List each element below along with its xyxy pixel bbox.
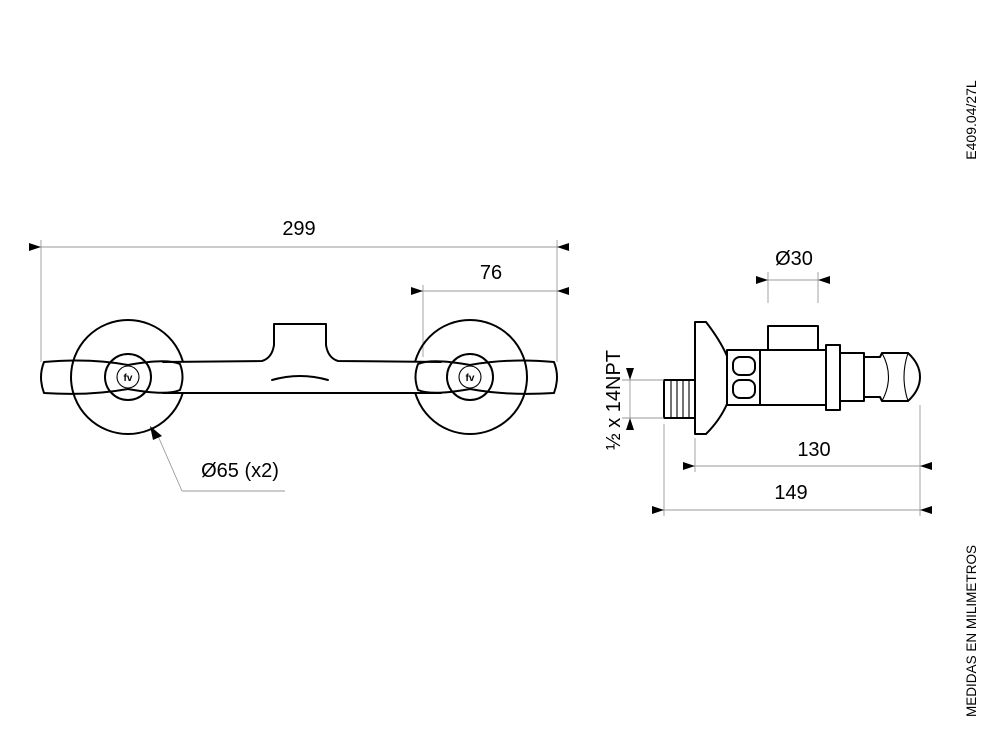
- dimension-arrow-right-icon: [920, 506, 932, 514]
- dimension-depth-total: 149: [652, 424, 932, 516]
- dimension-arrow-left-icon: [756, 276, 768, 284]
- front-view: 299 76 fv: [29, 218, 569, 492]
- wall-flange: [694, 321, 728, 435]
- handle-right: fv: [414, 353, 558, 401]
- mixer-body: [162, 323, 442, 394]
- brand-logo-icon: fv: [466, 373, 475, 384]
- outlet-slot: [271, 375, 329, 381]
- dimension-arrow-right-icon: [920, 462, 932, 470]
- dimension-arrow-up-icon: [626, 418, 634, 430]
- dimension-label-depth-total: 149: [774, 482, 807, 504]
- dimension-overall-width: 299: [29, 218, 569, 362]
- handle-left: fv: [40, 353, 184, 401]
- side-view: Ø30: [603, 248, 932, 516]
- dimension-arrow-left-icon: [652, 506, 664, 514]
- dimension-label-overall-width: 299: [282, 218, 315, 240]
- dimension-label-outlet-diameter: Ø30: [775, 248, 813, 270]
- dimension-arrow-left-icon: [29, 243, 41, 251]
- dimension-label-depth-short: 130: [797, 439, 830, 461]
- drawing-code: E409.04/27L: [963, 80, 979, 160]
- dimension-arrow-right-icon: [818, 276, 830, 284]
- outlet-nozzle: [767, 325, 819, 351]
- dimension-label-thread: ½ x 14NPT: [603, 350, 625, 450]
- handle-cap: [863, 352, 921, 402]
- dimension-arrow-left-icon: [683, 462, 695, 470]
- inlet-thread: [663, 379, 696, 419]
- dimension-thread: ½ x 14NPT: [603, 350, 664, 450]
- units-note: MEDIDAS EN MILIMETROS: [963, 545, 979, 717]
- brand-logo-icon: fv: [124, 373, 133, 384]
- dimension-label-handle-diameter: Ø65 (x2): [201, 460, 279, 482]
- dimension-arrow-right-icon: [557, 287, 569, 295]
- dimension-outlet-diameter: Ø30: [756, 248, 830, 303]
- dimension-arrow-down-icon: [626, 368, 634, 380]
- leader-handle-diameter: Ø65 (x2): [150, 426, 285, 492]
- leader-arrow-icon: [150, 426, 162, 440]
- dimension-depth-short: 130: [683, 405, 932, 516]
- dimension-arrow-left-icon: [411, 287, 423, 295]
- dimension-center-distance: 76: [411, 262, 569, 357]
- valve-body: [726, 344, 865, 411]
- dimension-label-center-distance: 76: [480, 262, 502, 284]
- dimension-arrow-right-icon: [557, 243, 569, 251]
